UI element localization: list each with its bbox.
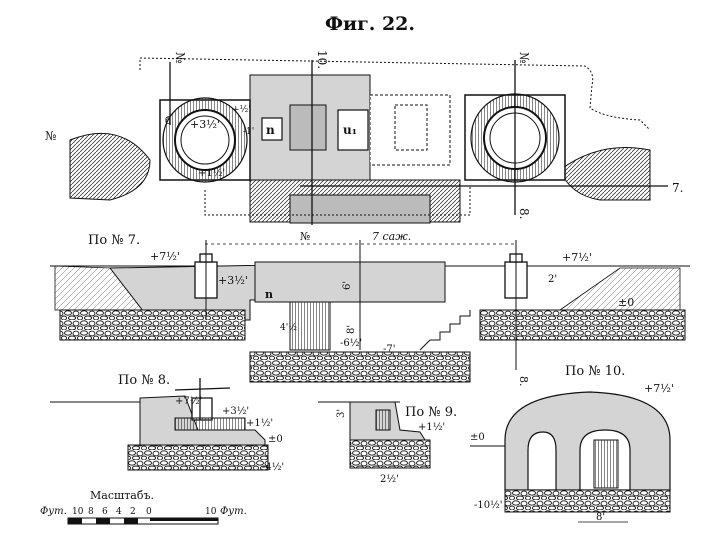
- section-7-heading: По № 7.: [88, 233, 140, 248]
- plan-lower-wing-inner: [289, 194, 431, 224]
- section-10-note-0: +7½': [644, 382, 674, 395]
- plan-turret-left-ring: [180, 115, 230, 165]
- section-8-note-3: ±0: [268, 434, 283, 445]
- plan-block-n: [261, 117, 283, 141]
- scale-tick-2: 2: [130, 507, 136, 517]
- section-10-arch-left: [527, 431, 557, 491]
- section-7-note-11: ±0: [618, 296, 634, 309]
- section-10-note-1: ±0: [470, 432, 485, 443]
- scale-bar-fill-2: [96, 518, 110, 524]
- scale-title: Масштабъ.: [90, 489, 154, 502]
- section-8-note-4: -4½': [262, 462, 284, 473]
- section-7-note-8: 4'½: [280, 322, 297, 333]
- plan-mark-r1: +3½': [190, 118, 220, 131]
- section-10-note-2: -10½': [474, 500, 503, 511]
- section-8-note-0: +7½': [175, 396, 202, 407]
- plan-block-u: [337, 109, 369, 151]
- plan-label-cut-7: 7.: [672, 181, 683, 195]
- plan-mark-r3: +½': [232, 104, 251, 115]
- section-9-note-1: +1½': [418, 422, 445, 433]
- section-7-note-7: -7': [383, 344, 396, 355]
- section-7-foundation-right: [479, 309, 686, 341]
- section-7-stairs: [419, 310, 471, 351]
- section-7-note-2: +3½': [218, 274, 248, 287]
- plan-outline: [139, 57, 651, 131]
- plan-label-left-no: №: [45, 129, 56, 143]
- section-7-note-0: №: [300, 230, 310, 243]
- section-8-heading: По № 8.: [118, 373, 170, 388]
- section-10-note-3: 8': [596, 512, 605, 523]
- section-9-slot: [375, 409, 391, 431]
- section-10: По № 10. +7½' ±0 -10½' 8': [470, 364, 674, 523]
- plan-mark-n: n: [266, 123, 275, 137]
- plan-mark-u: u₁: [343, 123, 357, 137]
- section-7-note-3: n: [265, 288, 273, 301]
- scale-right-unit: Фут.: [220, 506, 247, 517]
- scale-tick-8: 8: [88, 507, 94, 517]
- plan-mark-r4: -1': [243, 127, 254, 137]
- plan-label-cut-right: №: [517, 52, 531, 63]
- scale-bar: Масштабъ. Фут. 10 8 6 4 2 0 10 Фут.: [40, 489, 247, 525]
- scale-left-unit: Фут.: [40, 506, 67, 517]
- section-7-note-4: 6': [342, 281, 353, 290]
- section-9-note-2: 2½': [380, 474, 399, 485]
- section-7-stair-fill: [289, 301, 331, 351]
- plan-mark-r2: +1½': [198, 168, 225, 179]
- plan-embankment-right: [559, 147, 651, 201]
- section-8-gun: [174, 378, 231, 421]
- section-8: По № 8. +7½' +3½' +1½' ±0 -4½': [50, 373, 284, 473]
- scale-tick-0: 0: [146, 507, 152, 517]
- section-7-span-label: 7 саж.: [372, 230, 411, 243]
- scale-tick-6: 6: [102, 507, 108, 517]
- plan-view: № 10. № № 7. 8. n u₁ б +3½' +1½' +½' -1': [45, 50, 683, 225]
- section-9-foundation: [349, 439, 431, 469]
- figure-title: Фиг. 22.: [325, 13, 415, 35]
- scale-tick-10: 10: [72, 507, 84, 517]
- plan-block-2: [394, 104, 428, 151]
- scale-right-value: 10: [205, 507, 217, 517]
- section-7-note-9: +7½': [562, 251, 592, 264]
- section-10-door: [593, 439, 619, 489]
- scale-bar-fill-3: [124, 518, 138, 524]
- section-9-heading: По № 9.: [405, 405, 457, 420]
- section-7-foundation-deep: [249, 351, 471, 383]
- plan-label-cut-10: 10.: [315, 50, 329, 69]
- section-8-steps: [174, 417, 246, 431]
- plan-label-cut-8: 8.: [517, 208, 531, 219]
- section-8-foundation: [127, 444, 269, 471]
- plan-embankment-left: [69, 132, 151, 201]
- plan-mark-b: б: [165, 116, 171, 127]
- section-7-note-6: -6½': [340, 338, 362, 349]
- section-10-heading: По № 10.: [565, 364, 625, 379]
- section-7-note-1: +7½': [150, 250, 180, 263]
- section-8-note-1: +3½': [222, 406, 249, 417]
- section-7-note-10: 2': [548, 274, 557, 285]
- section-7-vault: [254, 261, 446, 303]
- scale-bar-fill-4: [150, 518, 218, 521]
- scale-tick-4: 4: [116, 507, 122, 517]
- section-7-note-12: 8.: [517, 376, 530, 387]
- section-10-foundation: [504, 489, 671, 513]
- section-7: По № 7. 7 саж. № +7½' +3½' n 6' 8' -6½: [50, 230, 690, 387]
- plan-block-1: [289, 104, 327, 151]
- section-9: По № 9. 3' +1½' 2½': [318, 401, 457, 485]
- plan-turret-left-inner: [174, 109, 236, 171]
- plan-lower-dotted: [204, 185, 471, 216]
- scale-bar-fill-1: [68, 518, 82, 524]
- section-8-note-2: +1½': [246, 418, 273, 429]
- section-9-note-0: 3': [336, 409, 347, 418]
- section-7-note-5: 8': [346, 325, 357, 334]
- plan-label-cut-left: №: [173, 52, 187, 63]
- section-7-foundation: [59, 309, 246, 341]
